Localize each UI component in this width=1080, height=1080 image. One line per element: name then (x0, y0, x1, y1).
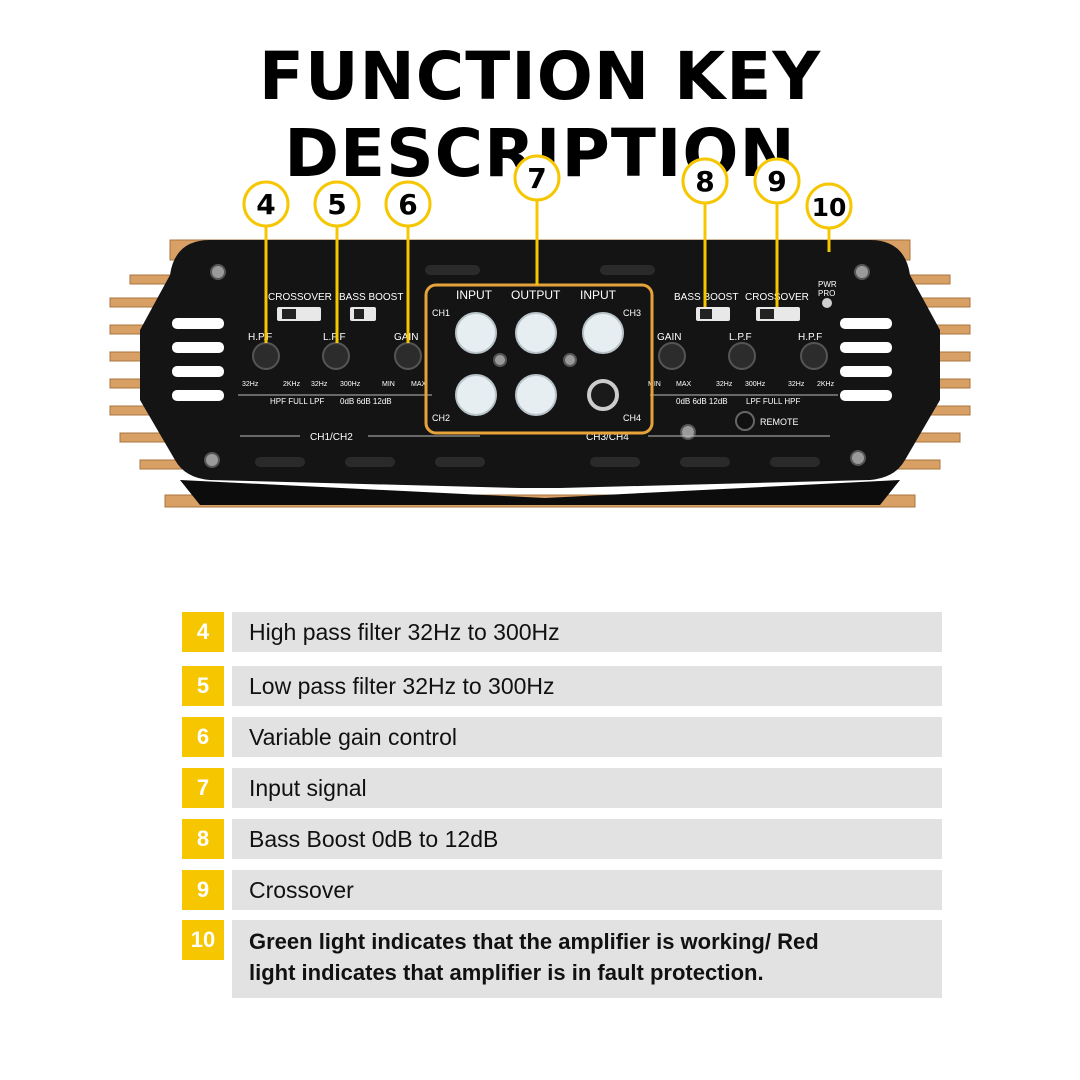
hz32-lpf-right: 32Hz (716, 381, 733, 388)
ch1-label: CH1 (432, 308, 450, 318)
crossover-label-left: CROSSOVER (268, 292, 332, 303)
boost-levels-left: 0dB 6dB 12dB (340, 397, 392, 406)
hz300-right: 300Hz (745, 381, 766, 388)
legend-number: 10 (182, 920, 224, 960)
amplifier-panel-image: CROSSOVER BASS BOOST H.P.F L.P.F GAIN 32… (109, 154, 971, 508)
legend-number: 4 (182, 612, 224, 652)
ch3-label: CH3 (623, 308, 641, 318)
legend-description-line-2: light indicates that amplifier is in fau… (249, 960, 764, 985)
bass-boost-label-left: BASS BOOST (339, 292, 403, 303)
callout-lines (264, 200, 831, 343)
khz2-right: 2KHz (817, 381, 835, 388)
legend-description: Variable gain control (232, 717, 942, 757)
gain-label-left: GAIN (394, 332, 418, 343)
max-left: MAX (411, 381, 427, 388)
hpf-full-lpf-label: HPF FULL LPF (270, 397, 324, 406)
ch12-label: CH1/CH2 (310, 432, 353, 443)
ch4-label: CH4 (623, 413, 641, 423)
legend-number: 5 (182, 666, 224, 706)
legend-description: Crossover (232, 870, 942, 910)
input-label-left: INPUT (456, 288, 493, 302)
callout-circles (242, 154, 853, 230)
hz300-left: 300Hz (340, 381, 361, 388)
ch2-label: CH2 (432, 413, 450, 423)
legend-number: 7 (182, 768, 224, 808)
input-label-right: INPUT (580, 288, 617, 302)
legend-number: 9 (182, 870, 224, 910)
remote-label: REMOTE (760, 417, 799, 427)
legend-description: Bass Boost 0dB to 12dB (232, 819, 942, 859)
hz32-lpf-left: 32Hz (311, 381, 328, 388)
legend-number: 8 (182, 819, 224, 859)
legend-description: Green light indicates that the amplifier… (232, 920, 942, 998)
screws (204, 264, 870, 468)
boost-levels-right: 0dB 6dB 12dB (676, 397, 728, 406)
lpf-label-left: L.P.F (323, 332, 346, 343)
khz2-left: 2KHz (283, 381, 301, 388)
lpf-full-hpf-label: LPF FULL HPF (746, 397, 800, 406)
callout-10: 10 (812, 193, 847, 222)
pro-label: PRO (818, 289, 835, 298)
legend-description-line-1: Green light indicates that the amplifier… (249, 929, 819, 954)
legend-description: Input signal (232, 768, 942, 808)
min-right: MIN (648, 381, 661, 388)
rca-jacks (455, 312, 624, 416)
gain-label-right: GAIN (657, 332, 681, 343)
max-right: MAX (676, 381, 692, 388)
input-output-highlight (424, 283, 654, 435)
min-left: MIN (382, 381, 395, 388)
lpf-label-right: L.P.F (729, 332, 752, 343)
hz32-left: 32Hz (242, 381, 259, 388)
hpf-label-left: H.P.F (248, 332, 272, 343)
page-title: FUNCTION KEY DESCRIPTION (258, 38, 822, 192)
callout-8: 8 (695, 165, 714, 198)
legend-description: Low pass filter 32Hz to 300Hz (232, 666, 942, 706)
pwr-label: PWR (818, 280, 837, 289)
knobs (252, 342, 828, 370)
vent-slots (172, 318, 892, 401)
callout-4: 4 (256, 188, 275, 221)
callout-7: 7 (527, 162, 546, 195)
ch34-label: CH3/CH4 (586, 432, 629, 443)
output-label: OUTPUT (511, 288, 561, 302)
hz32-right: 32Hz (788, 381, 805, 388)
legend-number: 6 (182, 717, 224, 757)
legend-description: High pass filter 32Hz to 300Hz (232, 612, 942, 652)
callout-9: 9 (767, 165, 786, 198)
hpf-label-right: H.P.F (798, 332, 822, 343)
callout-6: 6 (398, 188, 417, 221)
callout-5: 5 (327, 188, 346, 221)
